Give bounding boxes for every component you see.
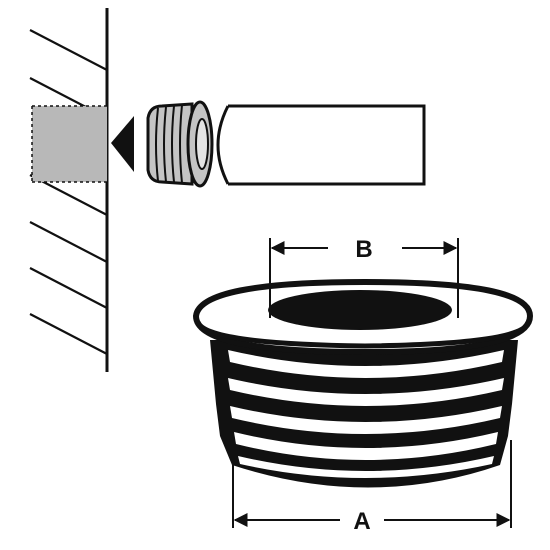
dimension-a: A <box>232 440 512 535</box>
small-bushing-bore <box>195 118 209 170</box>
dimension-a-label: A <box>353 508 370 535</box>
wall-cavity <box>32 106 107 182</box>
dimension-b: B <box>269 236 459 318</box>
large-bushing <box>192 278 534 488</box>
large-bushing-bore <box>268 290 452 330</box>
pipe <box>216 104 426 186</box>
dimension-b-label: B <box>355 236 372 263</box>
insertion-arrow <box>111 116 134 172</box>
wall-section <box>29 8 109 372</box>
small-bushing <box>146 100 214 188</box>
wall-cavity-outline <box>31 105 107 183</box>
pipe-end <box>216 105 230 185</box>
thread-bands <box>228 350 504 478</box>
small-bushing-threads <box>155 104 183 184</box>
wall-hatching <box>29 29 108 355</box>
